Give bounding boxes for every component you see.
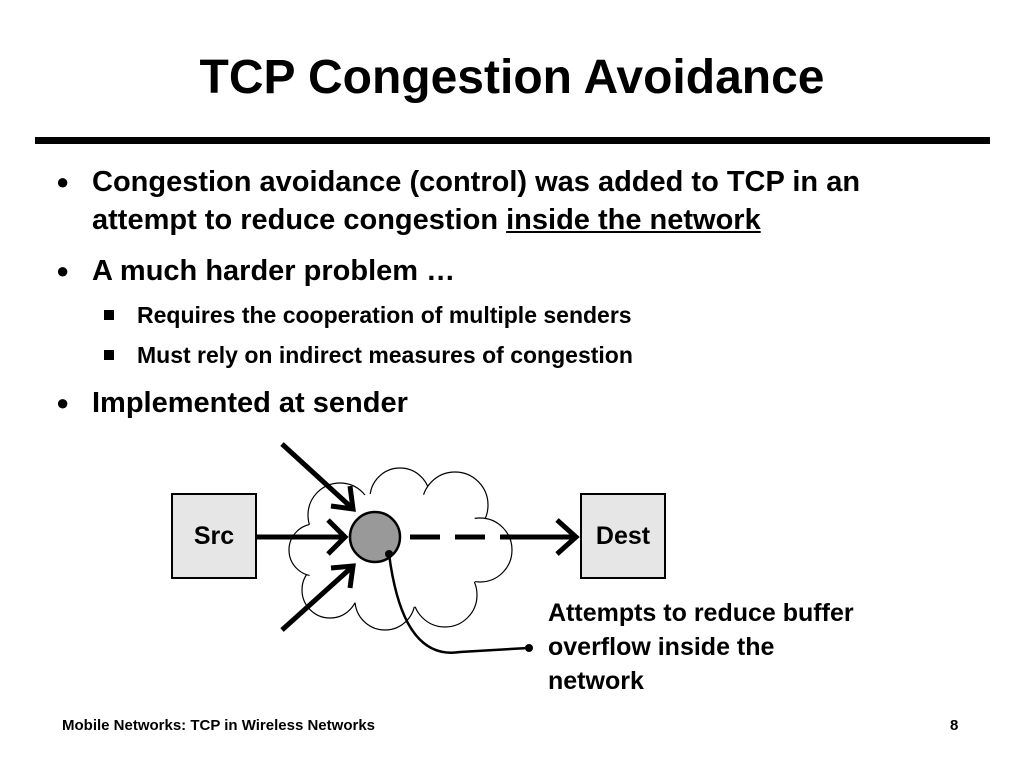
flow-arrows <box>257 442 580 632</box>
bullet-1: ● Congestion avoidance (control) was adde… <box>56 163 972 239</box>
sub-bullet-text: Must rely on indirect measures of conges… <box>137 342 633 368</box>
bullet-dot-icon: ● <box>56 169 70 194</box>
square-bullet-icon <box>104 350 114 360</box>
router-node <box>348 510 402 564</box>
dest-box: Dest <box>580 493 666 579</box>
square-bullet-icon <box>104 310 114 320</box>
bullet-text: Congestion avoidance (control) was added… <box>92 166 861 236</box>
bullet-2: ● A much harder problem … <box>56 252 972 290</box>
callout-note: Attempts to reduce buffer overflow insid… <box>548 599 854 695</box>
bullet-emphasis: inside the network <box>506 204 761 236</box>
slide-title: TCP Congestion Avoidance <box>199 51 825 104</box>
bullet-dot-icon: ● <box>56 258 70 283</box>
title-rule <box>35 137 990 144</box>
sub-bullet-text: Requires the cooperation of multiple sen… <box>137 302 632 328</box>
bullet-text: Implemented at sender <box>92 387 408 419</box>
bullet-dot-icon: ● <box>56 390 70 415</box>
page-number: 8 <box>950 717 959 734</box>
callout-line <box>387 553 529 654</box>
arrowhead-icon <box>326 518 349 556</box>
bullet-text: A much harder problem … <box>92 255 456 287</box>
bullet-3: ● Implemented at sender <box>56 384 972 422</box>
src-box: Src <box>171 493 257 579</box>
footer-text: Mobile Networks: TCP in Wireless Network… <box>62 717 376 734</box>
sub-bullet-2: Must rely on indirect measures of conges… <box>104 342 633 369</box>
sub-bullet-1: Requires the cooperation of multiple sen… <box>104 302 632 329</box>
